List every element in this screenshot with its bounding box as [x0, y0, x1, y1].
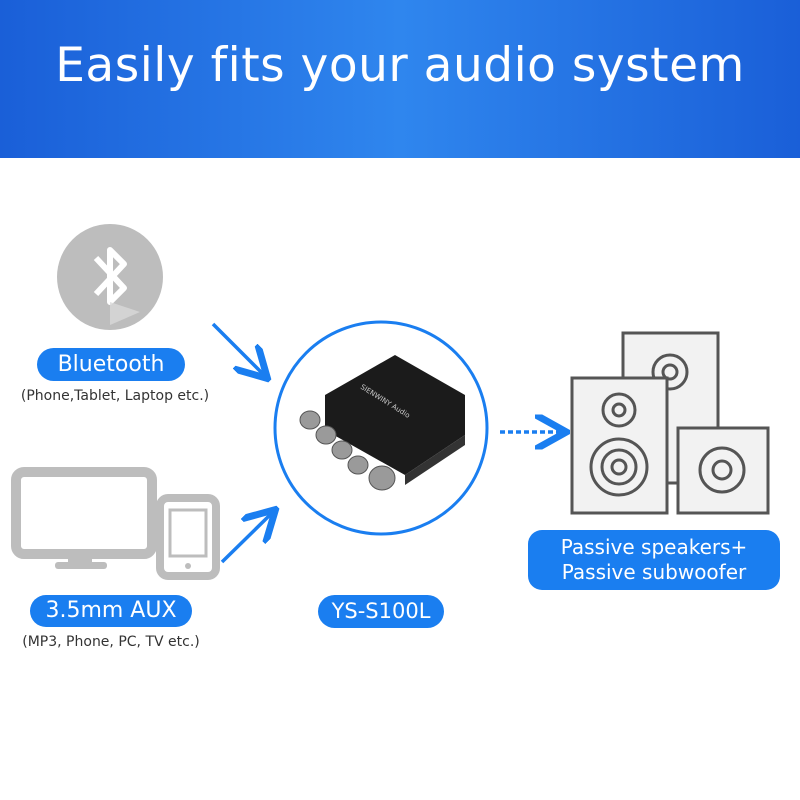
- bluetooth-devices-caption: (Phone,Tablet, Laptop etc.): [20, 388, 210, 404]
- amplifier-board-image: SIENWINY Audio: [273, 320, 489, 536]
- arrow-bluetooth-to-device: [211, 322, 265, 376]
- aux-label: 3.5mm AUX: [30, 595, 192, 627]
- speakers-icon: [570, 331, 770, 515]
- device-model-label: YS-S100L: [318, 595, 444, 628]
- bluetooth-icon: [57, 224, 163, 330]
- output-line-1: Passive speakers+: [560, 535, 748, 559]
- monitor-phone-icon: [11, 467, 220, 580]
- header-banner: Easily fits your audio system: [0, 0, 800, 158]
- output-line-2: Passive subwoofer: [561, 560, 747, 584]
- output-label: Passive speakers+ Passive subwoofer: [528, 530, 780, 590]
- arrow-aux-to-device: [220, 512, 273, 564]
- aux-devices-caption: (MP3, Phone, PC, TV etc.): [22, 634, 200, 650]
- page-title: Easily fits your audio system: [55, 38, 745, 93]
- bluetooth-label: Bluetooth: [37, 348, 185, 381]
